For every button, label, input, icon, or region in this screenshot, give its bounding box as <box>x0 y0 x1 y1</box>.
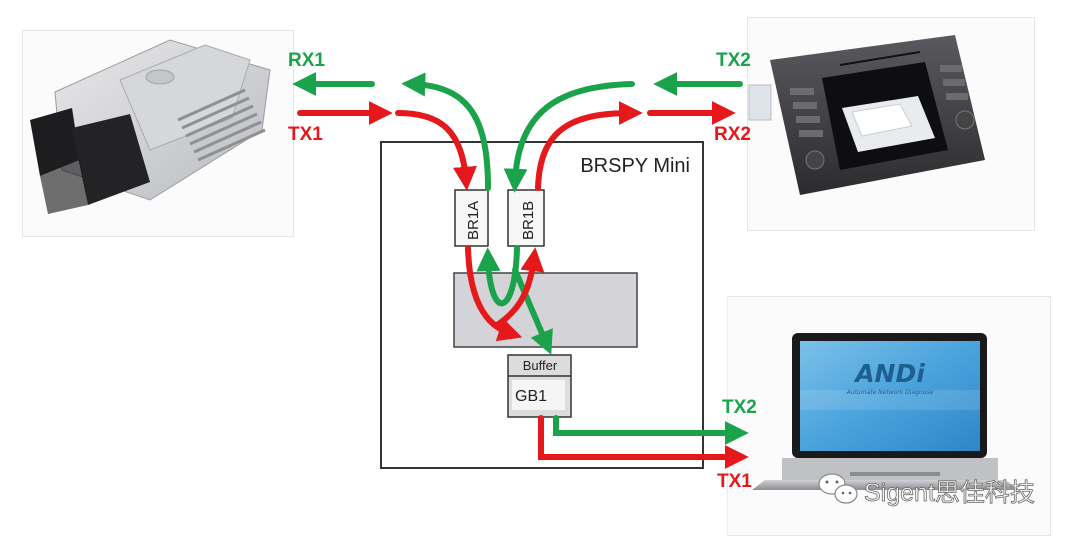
br1b-module: BR1B <box>507 189 545 247</box>
andi-logo: ANDi <box>853 359 925 388</box>
br1a-label: BR1A <box>465 201 482 240</box>
rx2-label: RX2 <box>714 124 751 145</box>
br1b-label: BR1B <box>520 201 537 240</box>
rx1-label: RX1 <box>288 50 325 71</box>
tx2-label-radio: TX2 <box>716 50 751 71</box>
tx1-label-ecu: TX1 <box>288 124 323 145</box>
andi-tagline: Automate Network Diagnose <box>846 389 934 396</box>
br1b-to-buffer-arrow <box>512 267 553 355</box>
br1a-to-br1b-arrow <box>494 247 545 328</box>
ecu-icon <box>30 39 271 214</box>
br1a-to-buffer-arrow <box>465 245 523 342</box>
tx2-out-arrow <box>553 415 749 445</box>
br1a-to-ecu-arrow <box>401 72 491 191</box>
radio-to-br1b-arrow <box>503 81 635 193</box>
wechat-icon <box>818 473 858 504</box>
laptop-icon: ANDi Automate Network Diagnose <box>752 333 1020 490</box>
tx1-out-arrow <box>538 415 749 469</box>
car-radio-icon <box>748 35 985 195</box>
br1a-module: BR1A <box>454 189 489 247</box>
br1b-to-radio-arrow <box>535 101 643 191</box>
brspy-mini-title: BRSPY Mini <box>580 155 690 177</box>
watermark-text: Sigent思佳科技 <box>864 479 1035 507</box>
tx2-label-laptop: TX2 <box>722 397 757 418</box>
buffer-gb1-module: Buffer GB1 <box>507 354 572 418</box>
gb1-label: GB1 <box>515 388 547 405</box>
tx1-label-laptop: TX1 <box>717 471 752 492</box>
buffer-label: Buffer <box>523 358 558 373</box>
ecu-to-br1a-arrow <box>395 110 477 191</box>
